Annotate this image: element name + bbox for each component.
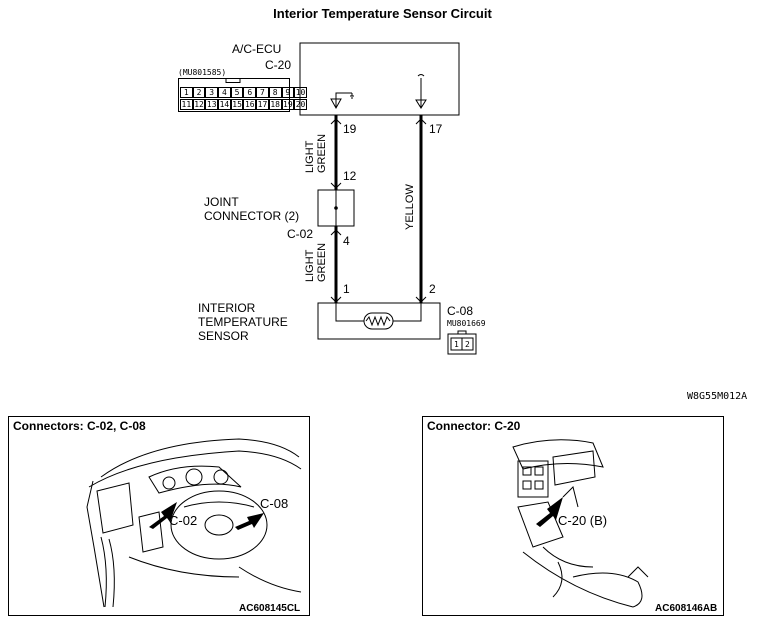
- sensor-part-number: MU801669: [447, 319, 486, 328]
- callout-c20: C-20 (B): [558, 513, 608, 528]
- joint-label-line1: JOINT: [204, 195, 239, 209]
- pin-1: 1: [343, 282, 350, 296]
- ecu-pin: 16: [243, 99, 257, 110]
- ecu-pin: 10: [294, 87, 307, 98]
- ecu-part-number: (MU801585): [178, 68, 227, 77]
- connector-location-panel-right: Connector: C-20 C-20 (B) AC608146AB: [422, 416, 724, 616]
- sensor-box: [317, 302, 441, 340]
- ecu-pin: 17: [256, 99, 269, 110]
- circuit-schematic: [299, 42, 477, 355]
- ecu-pin: 20: [294, 99, 307, 110]
- dashboard-illustration: [86, 438, 302, 608]
- callout-c02: C-02: [169, 513, 198, 528]
- pin-12: 12: [343, 169, 357, 183]
- sensor-pin-2: 2: [465, 340, 470, 349]
- panel-right-code: AC608146AB: [655, 603, 718, 614]
- sensor-label-line2: TEMPERATURE: [198, 315, 288, 329]
- sensor-pin-1: 1: [454, 340, 459, 349]
- ecu-connector-label: C-20: [265, 58, 292, 72]
- ecu-pin: 11: [180, 99, 193, 110]
- joint-connector-label: C-02: [287, 227, 314, 241]
- sensor-connector-face: [447, 330, 477, 355]
- pin-17: 17: [429, 122, 443, 136]
- ecu-pin: 9: [281, 87, 295, 98]
- ecu-pin: 19: [281, 99, 295, 110]
- diagram-title: Interior Temperature Sensor Circuit: [273, 6, 492, 21]
- diagram-code: W8G55M012A: [687, 391, 748, 402]
- ecu-connector-face: 1 2 3 4 5 6 7 8 9 10 11 12 13 14 15 16 1…: [178, 78, 307, 117]
- ecu-pin: 14: [218, 99, 231, 110]
- pin-4: 4: [343, 234, 350, 248]
- ecu-pin: 8: [268, 87, 282, 98]
- connector-location-panel-left: Connectors: C-02, C-08 C-02 C-08 AC60814…: [8, 416, 310, 616]
- panel-left-code: AC608145CL: [239, 603, 301, 614]
- input-symbol: [415, 74, 427, 109]
- wire-color-label: LIGHT GREEN: [304, 133, 328, 173]
- ecu-pin: 4: [218, 87, 231, 98]
- ecu-pin-row-2: 11 12 13 14 15 16 17 18 19 20: [180, 99, 307, 110]
- sensor-connector-label: C-08: [447, 304, 474, 318]
- callout-c08: C-08: [260, 496, 289, 511]
- ecu-name: A/C-ECU: [232, 42, 282, 56]
- ecu-pin: 18: [268, 99, 282, 110]
- sensor-label-line3: SENSOR: [198, 329, 249, 343]
- ground-symbol: [330, 92, 354, 110]
- sensor-label-line1: INTERIOR: [198, 301, 256, 315]
- ecu-pin: 6: [243, 87, 257, 98]
- pin-19: 19: [343, 122, 357, 136]
- ecu-pin: 7: [256, 87, 269, 98]
- ecu-pin: 2: [192, 87, 206, 98]
- ecu-pin: 3: [205, 87, 219, 98]
- ecu-pin-row-1: 1 2 3 4 5 6 7 8 9 10: [180, 87, 307, 98]
- wire-color-label: YELLOW: [404, 184, 416, 230]
- ecu-pin: 15: [230, 99, 244, 110]
- joint-label-line2: CONNECTOR (2): [204, 209, 300, 223]
- ecu-pin: 12: [192, 99, 206, 110]
- ecu-box: [299, 42, 460, 116]
- panel-left-title: Connectors: C-02, C-08: [13, 419, 146, 433]
- thermistor-symbol: [363, 312, 394, 330]
- connector-chevrons: [330, 118, 427, 303]
- ecu-pin: 13: [205, 99, 219, 110]
- ecu-connector-outline: [178, 78, 290, 112]
- ecu-pin: 5: [230, 87, 244, 98]
- ecu-pin: 1: [180, 87, 193, 98]
- pin-2: 2: [429, 282, 436, 296]
- console-illustration: [512, 439, 649, 608]
- panel-right-title: Connector: C-20: [427, 419, 521, 433]
- wire-color-label: LIGHT GREEN: [304, 242, 328, 282]
